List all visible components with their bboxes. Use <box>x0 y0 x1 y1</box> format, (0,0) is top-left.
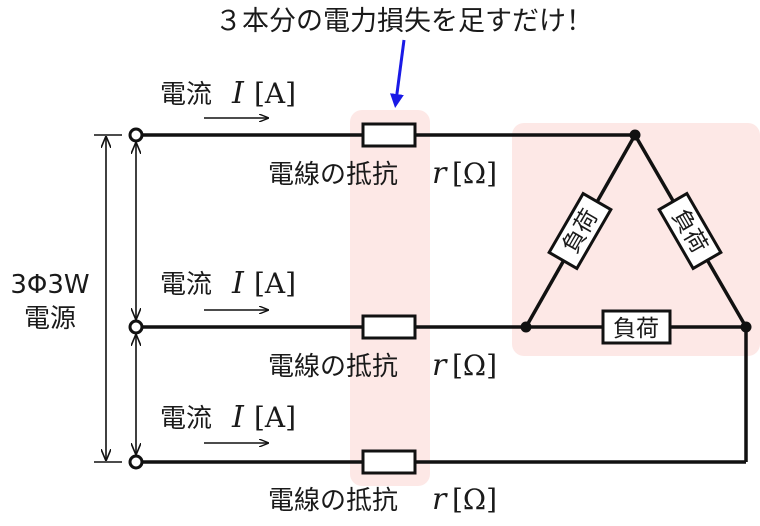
wire-resistor-2 <box>361 314 417 340</box>
current-label-3: 電流 I [A] <box>160 400 296 435</box>
terminal-1 <box>128 127 144 143</box>
svg-text:[A]: [A] <box>254 77 296 110</box>
current-label-2: 電流 I [A] <box>160 266 296 301</box>
annotation-text: ３本分の電力損失を足すだけ！ <box>215 6 593 37</box>
svg-text:I: I <box>231 76 245 111</box>
svg-text:電流: 電流 <box>160 404 212 434</box>
resistance-label-2: 電線の抵抗 r [Ω] <box>268 348 497 383</box>
source-voltage-marks <box>94 134 136 463</box>
terminal-2 <box>128 319 144 335</box>
svg-text:[Ω]: [Ω] <box>452 483 497 516</box>
svg-text:r: r <box>432 348 448 383</box>
svg-text:電線の抵抗: 電線の抵抗 <box>268 160 398 190</box>
wire-resistor-1 <box>361 122 417 148</box>
resistance-label-3: 電線の抵抗 r [Ω] <box>268 482 497 517</box>
svg-text:[Ω]: [Ω] <box>452 349 497 382</box>
load-bottom-label: 負荷 <box>613 316 659 342</box>
svg-text:r: r <box>432 156 448 191</box>
svg-text:[Ω]: [Ω] <box>452 157 497 190</box>
svg-text:I: I <box>231 266 245 301</box>
load-bottom: 負荷 <box>601 309 672 345</box>
wire-resistor-3 <box>361 449 417 475</box>
node-top <box>629 129 641 141</box>
resistance-label-1: 電線の抵抗 r [Ω] <box>268 156 497 191</box>
svg-text:r: r <box>432 482 448 517</box>
wire-3 <box>142 327 748 464</box>
wire-resistance-highlight <box>350 110 430 486</box>
svg-text:電流: 電流 <box>160 80 212 110</box>
current-label-1: 電流 I [A] <box>160 76 296 111</box>
load-highlight <box>512 123 760 356</box>
node-left <box>520 321 532 333</box>
svg-text:[A]: [A] <box>254 267 296 300</box>
svg-text:I: I <box>231 400 245 435</box>
svg-text:[A]: [A] <box>254 401 296 434</box>
source-label-line1: 3Φ3W <box>10 270 89 300</box>
svg-text:電線の抵抗: 電線の抵抗 <box>268 352 398 382</box>
terminal-3 <box>128 454 144 470</box>
svg-text:電流: 電流 <box>160 270 212 300</box>
annotation-arrow <box>389 39 406 108</box>
svg-text:電線の抵抗: 電線の抵抗 <box>268 486 398 516</box>
node-right <box>740 321 752 333</box>
source-label-line2: 電源 <box>24 304 76 334</box>
